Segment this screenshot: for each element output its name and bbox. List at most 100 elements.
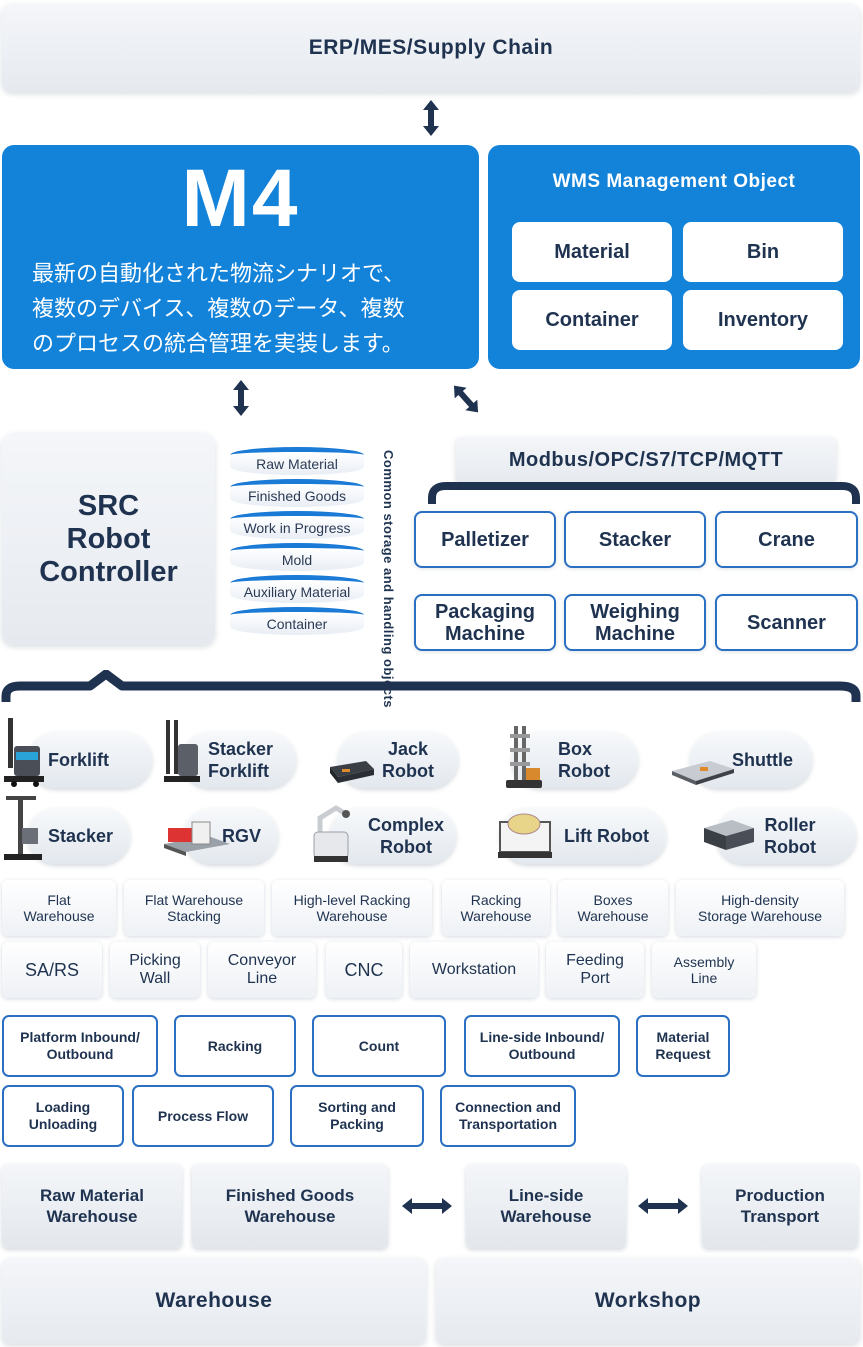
- scene-flat-warehouse: Flat Warehouse: [2, 880, 116, 936]
- robot-label: Lift Robot: [564, 826, 649, 846]
- robot-label: Robot: [380, 837, 432, 857]
- robot-stacker-forklift: Stacker Forklift: [182, 732, 296, 788]
- wms-title: WMS Management Object: [552, 171, 796, 192]
- function-label: Request: [655, 1046, 711, 1062]
- scene-label: High-level Racking: [293, 892, 411, 908]
- storage-side-label: Common storage and handling objects: [381, 450, 396, 709]
- scene-conveyor-line: Conveyor Line: [208, 942, 316, 998]
- function-label: Connection and: [455, 1099, 561, 1115]
- device-label: Weighing: [590, 600, 680, 623]
- function-line-side-inbound-outbound: Line-side Inbound/ Outbound: [464, 1015, 620, 1077]
- scene-label: Warehouse: [23, 908, 95, 924]
- scene-label: Stacking: [167, 908, 221, 924]
- robot-label: Forklift: [208, 761, 269, 781]
- src-controller: SRC Robot Controller: [2, 433, 215, 645]
- device-palletizer: Palletizer: [414, 511, 556, 568]
- scene-picking-wall: Picking Wall: [110, 942, 200, 998]
- flow-label: Raw Material: [40, 1186, 144, 1205]
- robot-stacker: Stacker: [28, 808, 130, 864]
- function-connection-transportation: Connection and Transportation: [440, 1085, 576, 1147]
- function-label: Loading: [35, 1099, 91, 1115]
- stack-layer: Finished Goods: [230, 479, 364, 507]
- area-workshop: Workshop: [436, 1258, 860, 1344]
- scene-label: Picking: [129, 952, 181, 969]
- flow-raw-material-warehouse: Raw Material Warehouse: [2, 1164, 182, 1248]
- robot-label: Box: [558, 739, 593, 759]
- scene-label: Flat: [47, 892, 71, 908]
- erp-label: ERP/MES/Supply Chain: [308, 36, 554, 59]
- function-label: Packing: [330, 1116, 384, 1132]
- rgv-icon: [164, 821, 230, 856]
- horizontal-double-arrow-icon: [402, 1198, 452, 1214]
- scene-label: Racking: [470, 892, 522, 908]
- device-label: Machine: [594, 622, 676, 645]
- stacker-forklift-icon: [164, 720, 200, 782]
- vertical-double-arrow-icon: [423, 100, 439, 136]
- m4-panel: M4 最新の自動化された物流シナリオで、 複数のデバイス、複数のデータ、複数 の…: [2, 145, 479, 369]
- function-label: Unloading: [28, 1116, 98, 1132]
- wms-panel: WMS Management Object Material Bin Conta…: [488, 145, 860, 369]
- flow-label: Transport: [740, 1207, 820, 1226]
- robot-bracket: [1, 670, 861, 702]
- flow-line-side-warehouse: Line-side Warehouse: [466, 1164, 626, 1248]
- wms-tile-container: Container: [512, 290, 672, 350]
- horizontal-double-arrow-icon: [638, 1198, 688, 1214]
- device-packaging-machine: Packaging Machine: [414, 594, 556, 651]
- robot-jack-robot: Jack Robot: [338, 732, 458, 788]
- scene-racking-warehouse: Racking Warehouse: [442, 880, 550, 936]
- robot-label: Forklift: [48, 750, 109, 770]
- diagonal-double-arrow-icon: [453, 385, 479, 413]
- flow-label: Warehouse: [46, 1207, 138, 1226]
- m4-description-line: 複数のデバイス、複数のデータ、複数: [32, 297, 405, 322]
- scene-label: Warehouse: [460, 908, 532, 924]
- robot-label: Robot: [558, 761, 610, 781]
- function-label: Line-side Inbound/: [479, 1029, 605, 1045]
- robot-forklift: Forklift: [28, 732, 152, 788]
- function-label: Material: [656, 1029, 710, 1045]
- jack-robot-icon: [330, 761, 374, 783]
- src-line: SRC: [77, 489, 140, 522]
- scene-sars: SA/RS: [2, 942, 102, 998]
- stack-layer: Auxiliary Material: [230, 575, 364, 603]
- forklift-icon: [4, 718, 44, 787]
- area-label: Warehouse: [155, 1289, 273, 1312]
- robot-label: Shuttle: [732, 750, 793, 770]
- scene-high-level-racking: High-level Racking Warehouse: [272, 880, 432, 936]
- function-label: Transportation: [458, 1116, 557, 1132]
- area-label: Workshop: [594, 1289, 702, 1312]
- scene-label: Warehouse: [316, 908, 388, 924]
- src-line: Robot: [66, 522, 151, 555]
- robot-complex-robot: Complex Robot: [330, 808, 456, 864]
- function-platform-inbound-outbound: Platform Inbound/ Outbound: [2, 1015, 158, 1077]
- function-material-request: Material Request: [636, 1015, 730, 1077]
- robot-rgv: RGV: [184, 808, 278, 864]
- flow-label: Warehouse: [500, 1207, 592, 1226]
- stack-layer: Raw Material: [230, 447, 364, 475]
- robot-label: Roller: [764, 815, 816, 835]
- scene-workstation: Workstation: [410, 942, 538, 998]
- scene-flat-warehouse-stacking: Flat Warehouse Stacking: [124, 880, 264, 936]
- stack-layer: Container: [230, 607, 364, 635]
- scene-label: Flat Warehouse: [144, 892, 244, 908]
- protocol-bar: Modbus/OPC/S7/TCP/MQTT: [456, 437, 836, 483]
- device-label: Packaging: [434, 600, 536, 623]
- scene-assembly-line: Assembly Line: [652, 942, 756, 998]
- lift-robot-icon: [498, 813, 552, 858]
- scene-label: Wall: [139, 970, 171, 987]
- function-process-flow: Process Flow: [132, 1085, 274, 1147]
- function-label: Outbound: [508, 1046, 576, 1062]
- function-label: Sorting and: [318, 1099, 396, 1115]
- robot-label: Robot: [382, 761, 434, 781]
- wms-tile-bin: Bin: [683, 222, 843, 282]
- robot-label: Stacker: [208, 739, 274, 759]
- scene-label: Warehouse: [577, 908, 649, 924]
- flow-finished-goods-warehouse: Finished Goods Warehouse: [192, 1164, 388, 1248]
- scene-label: Line: [246, 970, 278, 987]
- device-weighing-machine: Weighing Machine: [564, 594, 706, 651]
- robot-label: Jack: [387, 739, 429, 759]
- robot-label: Complex: [368, 815, 445, 835]
- robot-label: Stacker: [48, 826, 114, 846]
- flow-production-transport: Production Transport: [702, 1164, 858, 1248]
- m4-description-line: 最新の自動化された物流シナリオで、: [32, 262, 406, 287]
- m4-title: M4: [181, 153, 300, 244]
